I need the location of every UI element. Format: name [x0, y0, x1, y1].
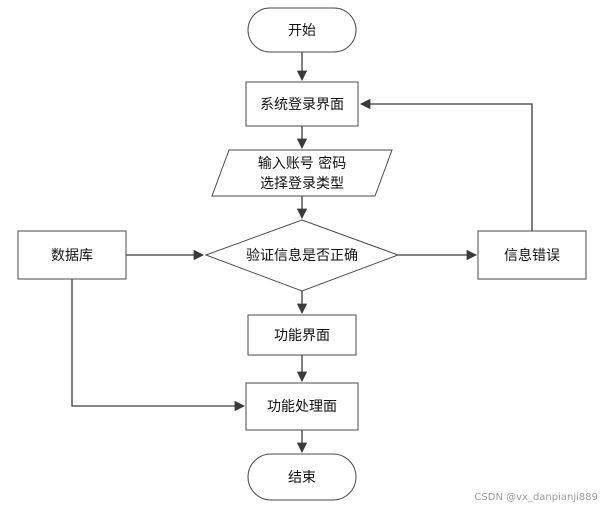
edge-error-to-login	[359, 98, 533, 231]
start-label: 开始	[288, 23, 316, 39]
watermark: CSDN @vx_danpianji889	[474, 492, 598, 503]
node-process: 功能处理面	[245, 382, 359, 431]
input-line1: 输入账号 密码	[258, 155, 346, 172]
end-terminator	[247, 453, 357, 501]
node-verify: 验证信息是否正确	[204, 219, 400, 292]
process-box	[245, 382, 359, 431]
edges	[71, 52, 533, 454]
node-error: 信息错误	[477, 230, 587, 280]
edge-database-to-process	[71, 279, 246, 412]
error-label: 信息错误	[504, 247, 560, 264]
login-box	[245, 81, 359, 127]
func-label: 功能界面	[274, 328, 330, 344]
process-label: 功能处理面	[267, 399, 337, 415]
database-label: 数据库	[51, 248, 93, 264]
input-parallelogram	[211, 149, 393, 197]
input-line2: 选择登录类型	[260, 176, 344, 192]
error-box	[477, 230, 587, 280]
node-end: 结束	[247, 453, 357, 501]
node-database: 数据库	[17, 230, 127, 280]
node-input: 输入账号 密码 选择登录类型	[211, 149, 393, 197]
func-box	[247, 314, 357, 356]
node-login: 系统登录界面	[245, 81, 359, 127]
end-label: 结束	[288, 470, 316, 486]
verify-diamond	[204, 219, 400, 292]
verify-label: 验证信息是否正确	[246, 247, 358, 264]
start-terminator	[247, 7, 357, 53]
node-func: 功能界面	[247, 314, 357, 356]
database-box	[17, 230, 127, 280]
login-label: 系统登录界面	[260, 97, 344, 113]
node-start: 开始	[247, 7, 357, 53]
